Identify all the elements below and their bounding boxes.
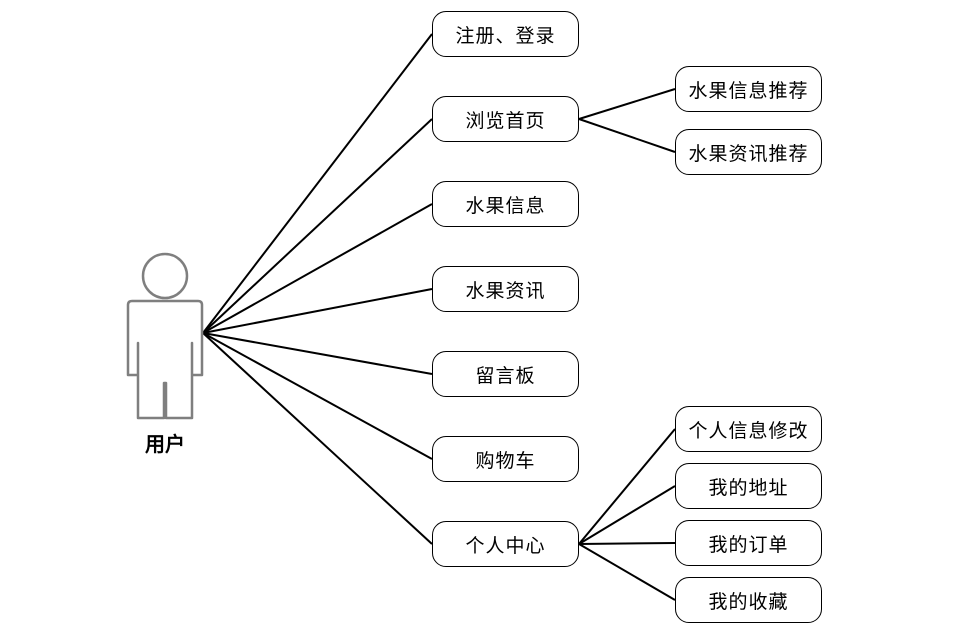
- link-browse-home-fruit-info-recommend: [578, 88, 676, 120]
- actor-label: 用户: [145, 432, 185, 456]
- link-actor-browse-home: [202, 118, 433, 334]
- node-shopping-cart: 购物车: [432, 436, 579, 482]
- node-my-favorites: 我的收藏: [675, 577, 822, 623]
- link-personal-center-my-orders: [578, 542, 676, 545]
- node-fruit-info-recommend: 水果信息推荐: [675, 66, 822, 112]
- link-actor-personal-center: [202, 332, 433, 545]
- link-personal-center-edit-personal-info: [578, 428, 676, 545]
- link-personal-center-my-address: [578, 485, 676, 545]
- node-fruit-news: 水果资讯: [432, 266, 579, 312]
- node-fruit-news-recommend: 水果资讯推荐: [675, 129, 822, 175]
- node-my-orders: 我的订单: [675, 520, 822, 566]
- node-register-login: 注册、登录: [432, 11, 579, 57]
- node-fruit-info: 水果信息: [432, 181, 579, 227]
- node-edit-personal-info: 个人信息修改: [675, 406, 822, 452]
- link-actor-fruit-news: [202, 288, 433, 334]
- link-actor-message-board: [202, 332, 433, 375]
- link-personal-center-my-favorites: [578, 543, 676, 601]
- link-browse-home-fruit-news-recommend: [578, 118, 676, 153]
- link-actor-register-login: [202, 33, 433, 334]
- node-browse-home: 浏览首页: [432, 96, 579, 142]
- link-actor-fruit-info: [202, 203, 433, 334]
- node-personal-center: 个人中心: [432, 521, 579, 567]
- link-actor-shopping-cart: [202, 332, 433, 460]
- node-message-board: 留言板: [432, 351, 579, 397]
- node-my-address: 我的地址: [675, 463, 822, 509]
